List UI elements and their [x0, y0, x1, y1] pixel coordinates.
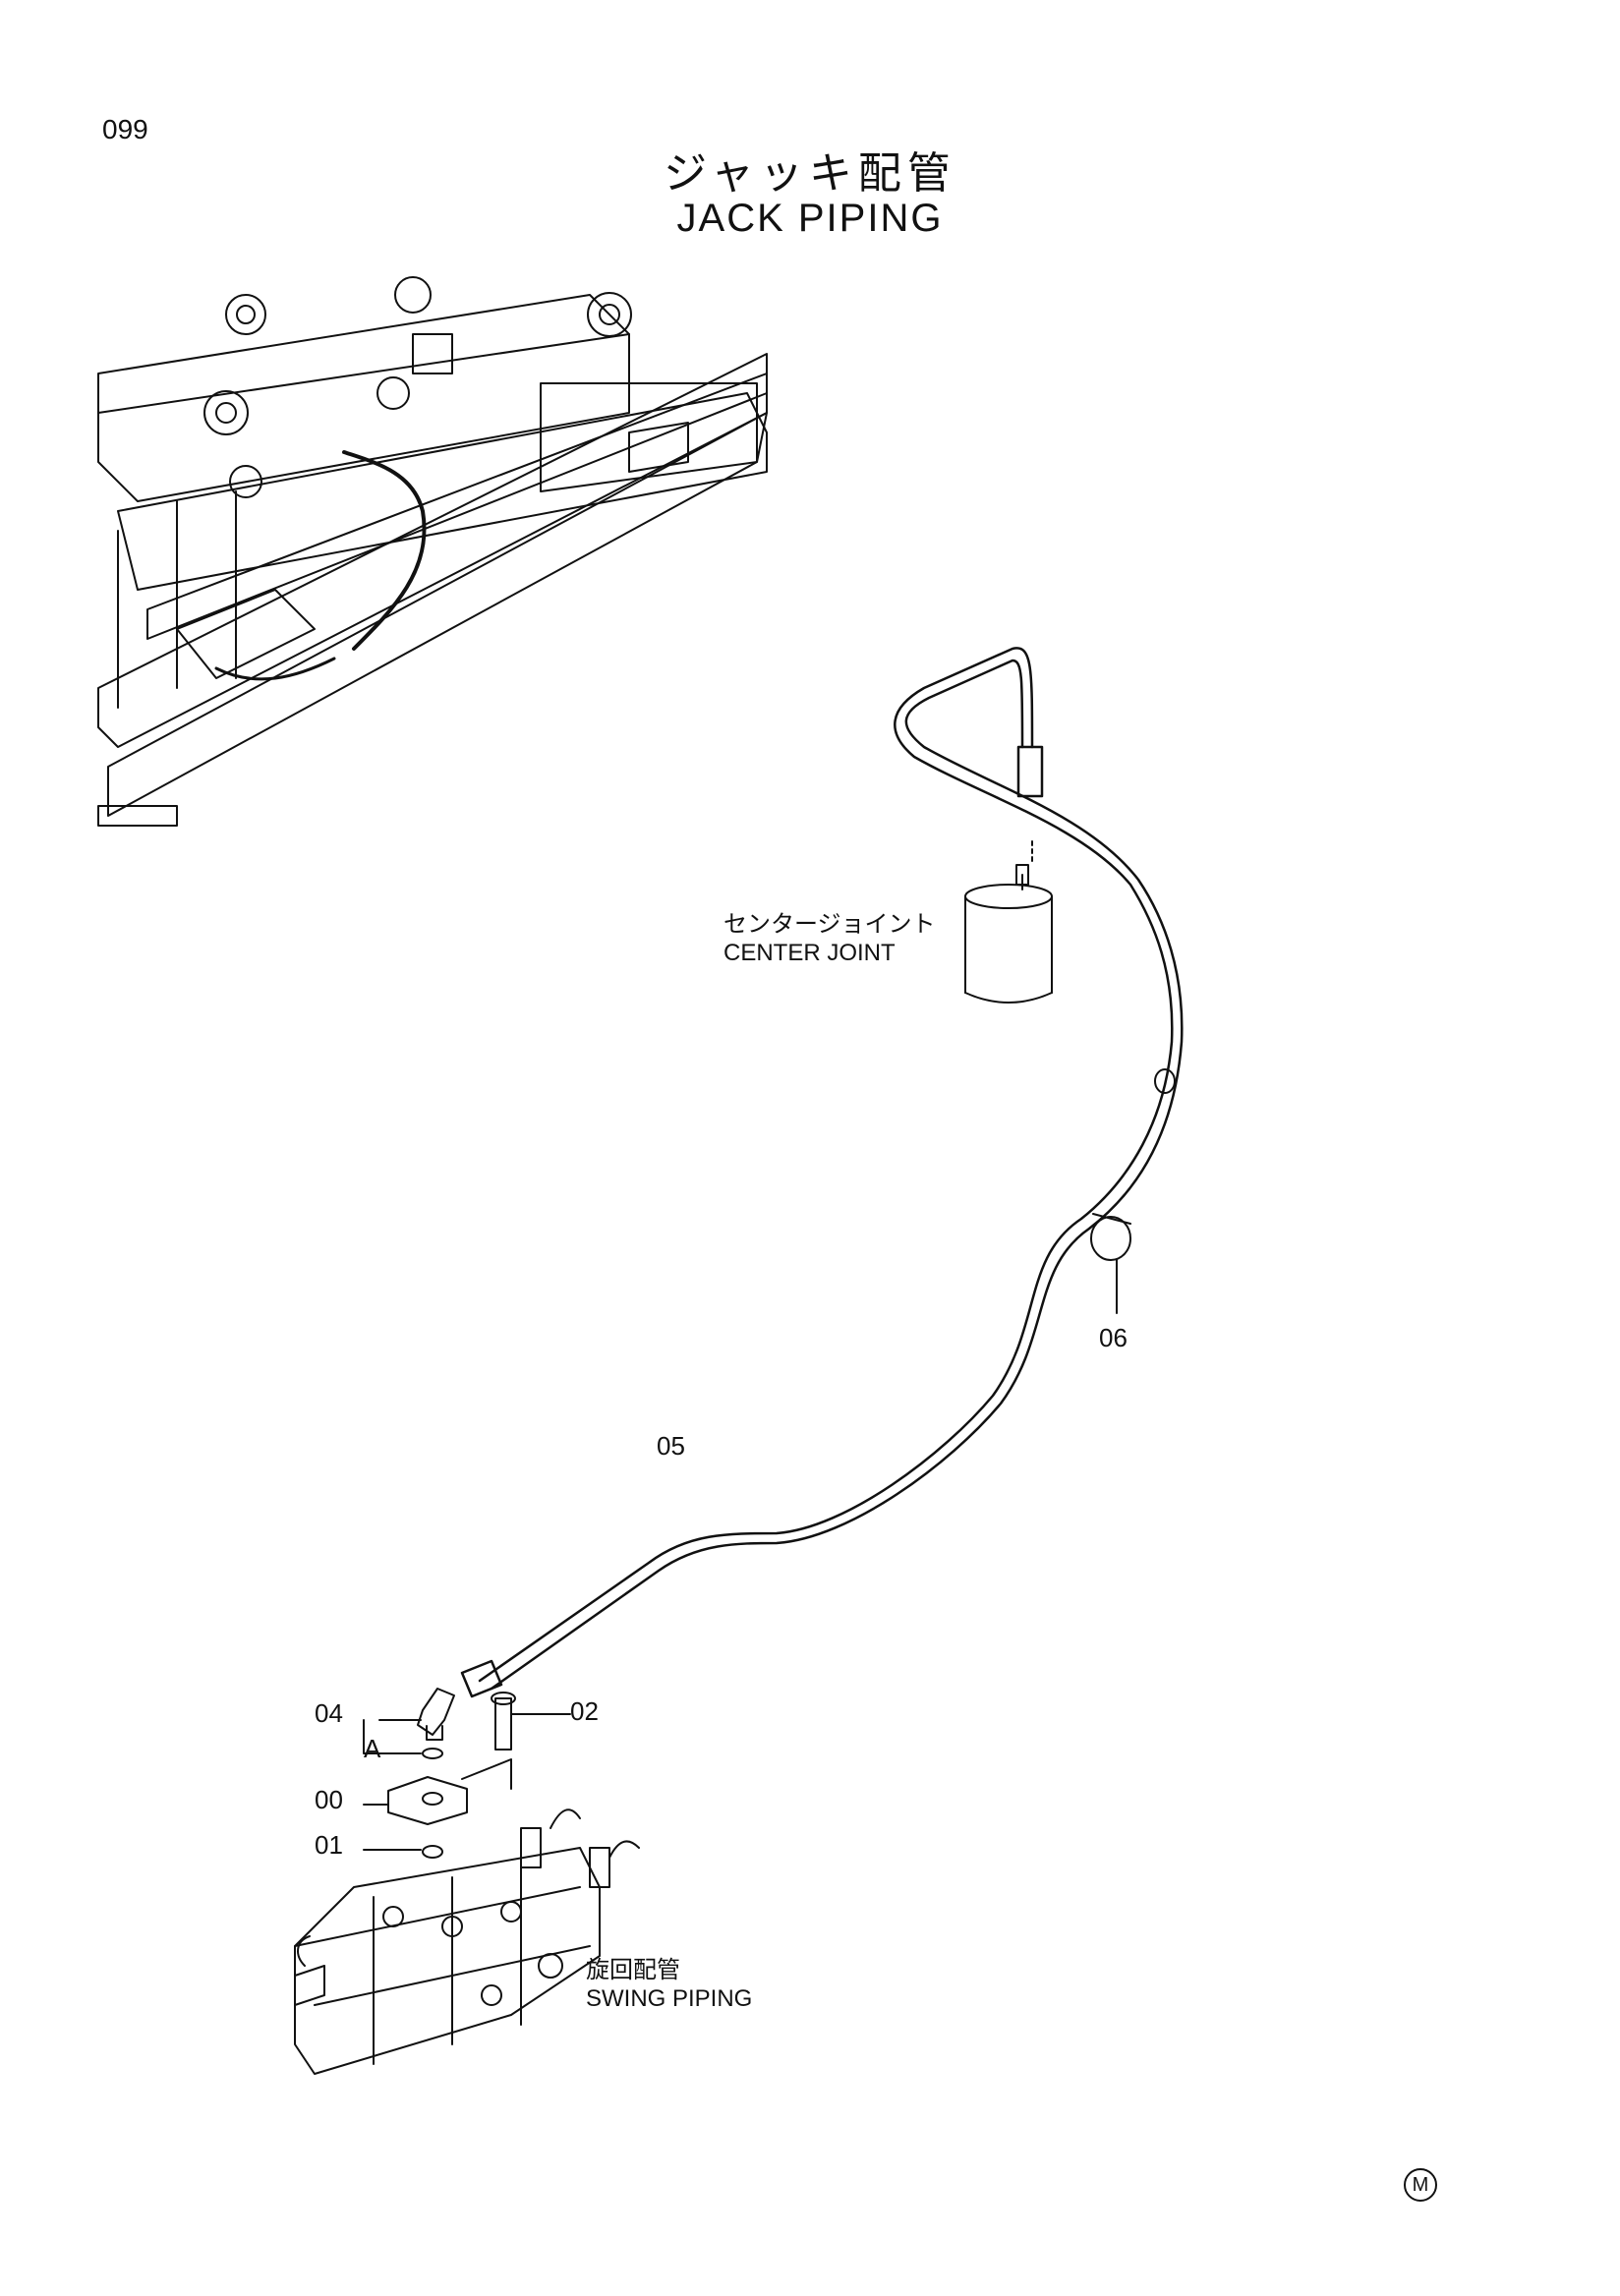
title-japanese: ジャッキ配管	[664, 148, 956, 199]
page-number: 099	[102, 114, 148, 144]
jack-pipe-05	[460, 647, 1184, 1698]
part-number-01: 01	[315, 1830, 343, 1860]
valve-fittings	[363, 1688, 571, 1859]
center-joint-canister	[964, 840, 1053, 1004]
label-swing-piping-en: SWING PIPING	[586, 1985, 753, 2012]
part-number-05: 05	[657, 1431, 685, 1461]
undercarriage-frame-sketch	[97, 276, 768, 827]
label-swing-piping-jp: 旋回配管	[586, 1956, 680, 1983]
title-english: JACK PIPING	[676, 197, 944, 240]
part-number-00: 00	[315, 1785, 343, 1814]
circled-m-mark: M	[1404, 2168, 1437, 2202]
clamp-06	[1090, 1068, 1176, 1314]
label-center-joint-jp: センタージョイント	[723, 910, 936, 938]
part-number-04: 04	[315, 1698, 343, 1728]
control-valve-assembly	[294, 1808, 640, 2075]
detail-label-a: A	[364, 1734, 381, 1763]
label-center-joint-en: CENTER JOINT	[723, 940, 896, 966]
part-number-02: 02	[570, 1696, 599, 1726]
part-number-06: 06	[1099, 1323, 1128, 1352]
